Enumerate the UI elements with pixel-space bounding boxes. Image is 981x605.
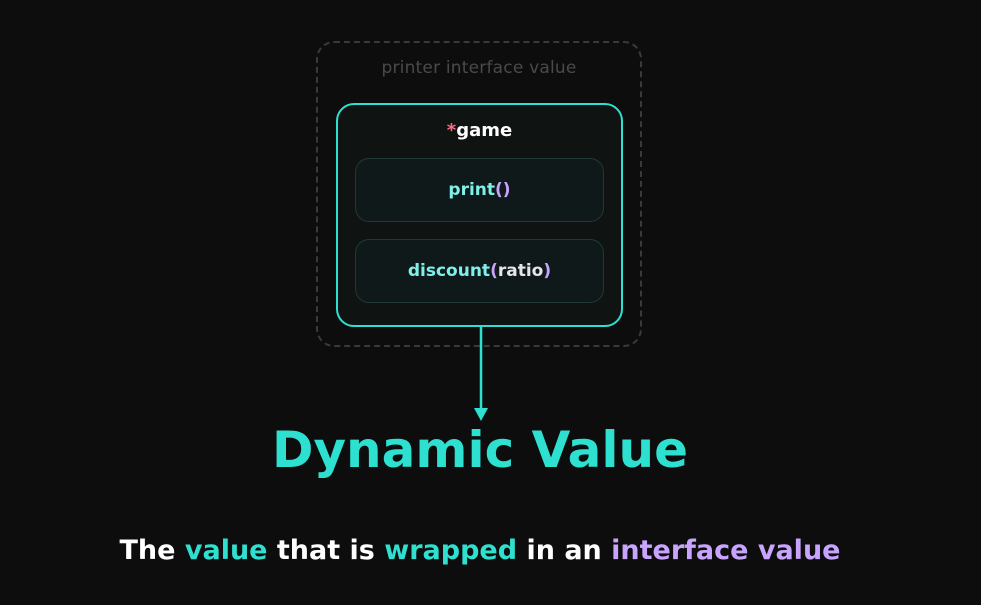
- down-arrow-icon: [474, 326, 488, 421]
- method-param: ratio: [497, 261, 544, 281]
- page-title: Dynamic Value: [271, 421, 689, 479]
- interface-value-label: printer interface value: [381, 58, 577, 78]
- dynamic-type-label: *game: [336, 120, 623, 141]
- subtitle-highlight-interface-value: interface value: [611, 535, 841, 566]
- type-name: game: [456, 120, 513, 141]
- interface-value-container: [316, 41, 642, 347]
- method-print: print(): [355, 158, 604, 222]
- method-discount: discount(ratio): [355, 239, 604, 303]
- subtitle-highlight-wrapped: wrapped: [384, 535, 518, 566]
- subtitle: The value that is wrapped in an interfac…: [0, 535, 960, 566]
- subtitle-highlight-value: value: [184, 535, 268, 566]
- method-open-paren: (: [495, 180, 503, 200]
- method-close-paren: ): [502, 180, 511, 200]
- method-open-paren: (: [490, 261, 498, 281]
- subtitle-text: The: [119, 535, 185, 566]
- subtitle-text: in an: [517, 535, 612, 566]
- method-name: print: [448, 180, 496, 200]
- pointer-symbol: *: [446, 120, 457, 141]
- method-close-paren: ): [543, 261, 552, 281]
- method-name: discount: [407, 261, 491, 281]
- subtitle-text: that is: [267, 535, 385, 566]
